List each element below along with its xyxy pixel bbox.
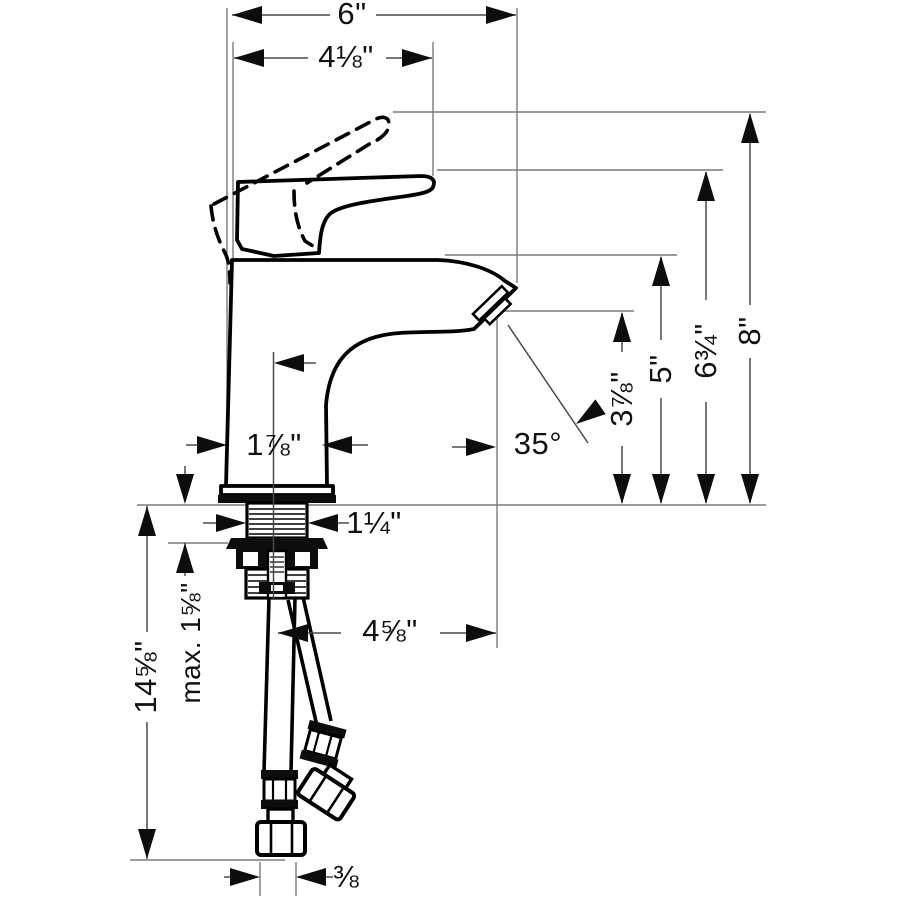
dim-label-spout-top-height: 5" xyxy=(643,354,678,384)
dim-label-body-width: 1⅞" xyxy=(246,427,302,462)
aerator xyxy=(471,284,513,327)
hose-tube-angled xyxy=(286,596,333,727)
dim-label-shank-width: 1¼" xyxy=(346,505,402,540)
supply-hose-angled xyxy=(286,596,357,822)
handle xyxy=(235,174,436,258)
dim-label-aerator-height: 3⅞" xyxy=(604,371,639,427)
nut-slot-left xyxy=(243,552,258,566)
flange-washer xyxy=(226,538,328,549)
handle-raised-front-arc xyxy=(209,204,232,285)
rod-clevis-slot xyxy=(271,585,283,591)
dim-label-max-deck-thickness: max. 1⅝" xyxy=(175,582,206,704)
extension-lines xyxy=(130,8,766,896)
shank-threads xyxy=(249,508,305,535)
mounting-shank xyxy=(226,501,328,600)
faucet xyxy=(209,115,518,857)
handle-raised-rear-arc xyxy=(292,189,315,248)
aerator-step-outer xyxy=(471,284,510,323)
faucet-body-spout xyxy=(224,258,518,488)
supply-hose-straight xyxy=(255,597,307,857)
aerator-step-inner xyxy=(482,296,513,327)
hose-tube xyxy=(262,597,297,773)
base-plate xyxy=(219,484,335,497)
nut-slot-right xyxy=(295,552,310,566)
handle-raised-dashed xyxy=(209,115,391,285)
dim-label-handle-tip-height: 6¾" xyxy=(688,323,723,379)
spray-angle-line xyxy=(507,324,589,444)
crimp-band-bottom xyxy=(261,800,298,809)
base-plate-lower xyxy=(218,495,336,503)
dim-label-aerator-reach: 4⅝" xyxy=(362,613,418,648)
crimp-angled xyxy=(299,719,347,769)
dim-label-connection-size: ⅜ xyxy=(332,859,360,894)
dim-label-handle-reach: 4⅛" xyxy=(318,39,374,74)
crimp-body xyxy=(262,777,297,803)
dim-label-spray-angle: 35° xyxy=(513,426,563,461)
hose-end-nut xyxy=(255,820,307,857)
stud-threads xyxy=(270,556,284,573)
hose-end-nut-angled xyxy=(296,762,357,822)
crimp-band-top xyxy=(261,770,298,779)
handle-raised-outline xyxy=(212,115,391,206)
dim-label-overall-width: 6" xyxy=(337,0,367,31)
dimension-arrows xyxy=(138,6,759,886)
dim-label-hose-length: 14⅝" xyxy=(128,640,163,714)
dim-label-overall-height: 8" xyxy=(732,316,767,346)
